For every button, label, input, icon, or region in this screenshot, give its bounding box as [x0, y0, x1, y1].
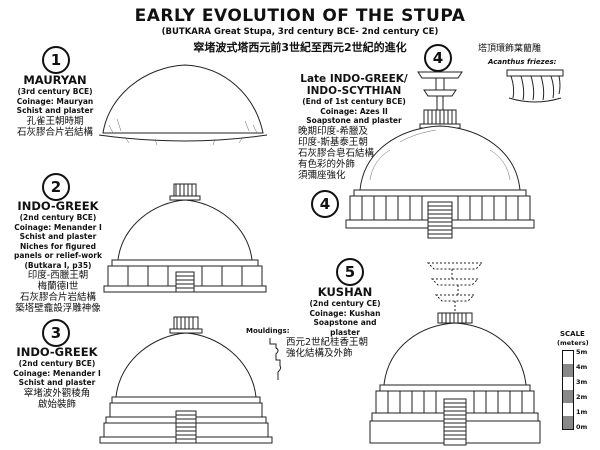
stage-1-cjk: 孔雀王朝時期	[26, 115, 84, 127]
stage-5-cjk: 西元2世紀桂香王朝	[286, 337, 369, 348]
acanthus-frieze-drawing	[506, 69, 564, 103]
stage-2-detail: panels or relief-work	[14, 251, 102, 260]
scale-title: SCALE	[560, 330, 585, 338]
scale-tick: 0m	[576, 423, 588, 431]
stage-2-detail: Niches for figured	[20, 241, 96, 251]
stage-1-period: MAURYAN	[23, 73, 87, 87]
scale-unit: (meters)	[557, 339, 589, 347]
stage-5-stupa-drawing	[369, 262, 541, 446]
stage-5-detail: Soapstone and	[313, 318, 377, 327]
stage-4-cjk: 有色彩的外飾	[298, 158, 356, 170]
stage-2-period: INDO-GREEK	[17, 199, 99, 213]
stage-5-detail: Coinage: Kushan	[309, 308, 381, 318]
stage-2-detail: Coinage: Menander I	[14, 222, 102, 232]
stage-1-number: 1	[42, 46, 70, 74]
stage-5-date: (2nd century CE)	[309, 299, 381, 308]
stage-4-stupa-drawing	[345, 71, 535, 239]
acanthus-label: Acanthus friezes:	[488, 58, 557, 66]
stage-4-number: 4	[311, 190, 339, 218]
mouldings-label: Mouldings:	[246, 327, 290, 335]
stage-1-detail: Coinage: Mauryan	[16, 96, 94, 106]
stage-3-number: 3	[42, 319, 70, 347]
stage-1-stupa-drawing	[98, 64, 268, 146]
stage-5-number: 5	[336, 258, 364, 286]
stage-2-detail: Schist and plaster	[19, 232, 97, 241]
stage-2-stupa-drawing	[103, 183, 267, 293]
stage-4-cjk: 晚期印度-希臘及	[298, 125, 368, 137]
stage-2-cjk: 印度-西臘王朝	[27, 270, 89, 281]
stage-1-detail: Schist and plaster	[16, 106, 94, 115]
acanthus-cjk-label: 塔頂環飾葉藺雕	[478, 44, 542, 54]
stage-3-period: INDO-GREEK	[16, 345, 98, 359]
stage-4-text: Late INDO-GREEK/ INDO-SCYTHIAN (End of 1…	[298, 73, 410, 181]
stage-5-cjk: 強化結構及外飾	[286, 348, 353, 359]
stage-2-date: (2nd century BCE)	[19, 213, 97, 222]
stage-2-text: INDO-GREEK (2nd century BCE) Coinage: Me…	[0, 199, 116, 315]
stage-4-period: Late INDO-GREEK/ INDO-SCYTHIAN	[300, 73, 408, 97]
stage-5-detail: plaster	[330, 327, 360, 337]
stage-2-cjk: 梅蘭德I世	[37, 281, 79, 292]
stage-3-date: (2nd century BCE)	[18, 359, 96, 368]
diagram-subtitle-cjk: 窣堵波式塔西元前3世紀至西元2世紀的進化	[193, 41, 407, 54]
stage-5-text: KUSHAN (2nd century CE) Coinage: Kushan …	[286, 285, 404, 360]
stage-4-date: (End of 1st century BCE)	[302, 97, 406, 106]
scale-tick: 2m	[576, 393, 588, 401]
scale-bar	[562, 350, 574, 430]
stage-4-cjk: 印度-斯基泰王朝	[298, 136, 368, 148]
stage-2-cjk: 築塔壁龕設浮雕神像	[15, 303, 101, 314]
stage-4-cjk: 石灰膠合皂石結構	[298, 147, 375, 159]
stage-3-stupa-drawing	[99, 316, 273, 444]
stage-4-cjk: 須彌座強化	[298, 169, 346, 181]
stage-3-detail: Schist and plaster	[18, 378, 96, 387]
stage-1-text: MAURYAN (3rd century BCE) Coinage: Maury…	[2, 74, 108, 138]
stage-2-detail: (Butkara I, p35)	[24, 260, 92, 270]
stage-4-detail: Soapstone and plaster	[306, 116, 402, 125]
stage-1-date: (3rd century BCE)	[17, 87, 93, 96]
stage-3-cjk: 啟始裝飾	[37, 398, 76, 410]
mouldings-profile-drawing	[269, 338, 282, 380]
stage-3-cjk: 窣堵波外觀稜角	[23, 387, 91, 399]
stage-2-cjk: 石灰膠合片岩結構	[19, 292, 96, 303]
stage-4-detail: Coinage: Azes II	[320, 106, 388, 116]
stage-1-cjk: 石灰膠合片岩結構	[16, 126, 93, 138]
scale-tick: 1m	[576, 408, 588, 416]
scale-tick: 5m	[576, 348, 588, 356]
scale-tick: 3m	[576, 378, 588, 386]
scale-tick: 4m	[576, 363, 588, 371]
stage-4-top-number: 4	[424, 44, 452, 72]
stage-3-detail: Coinage: Menander I	[13, 368, 101, 378]
stage-3-text: INDO-GREEK (2nd century BCE) Coinage: Me…	[2, 346, 112, 410]
stage-5-period: KUSHAN	[317, 285, 373, 299]
diagram-subtitle: (BUTKARA Great Stupa, 3rd century BCE- 2…	[161, 27, 439, 37]
diagram-title: EARLY EVOLUTION OF THE STUPA	[134, 6, 466, 26]
stage-2-number: 2	[42, 173, 70, 201]
